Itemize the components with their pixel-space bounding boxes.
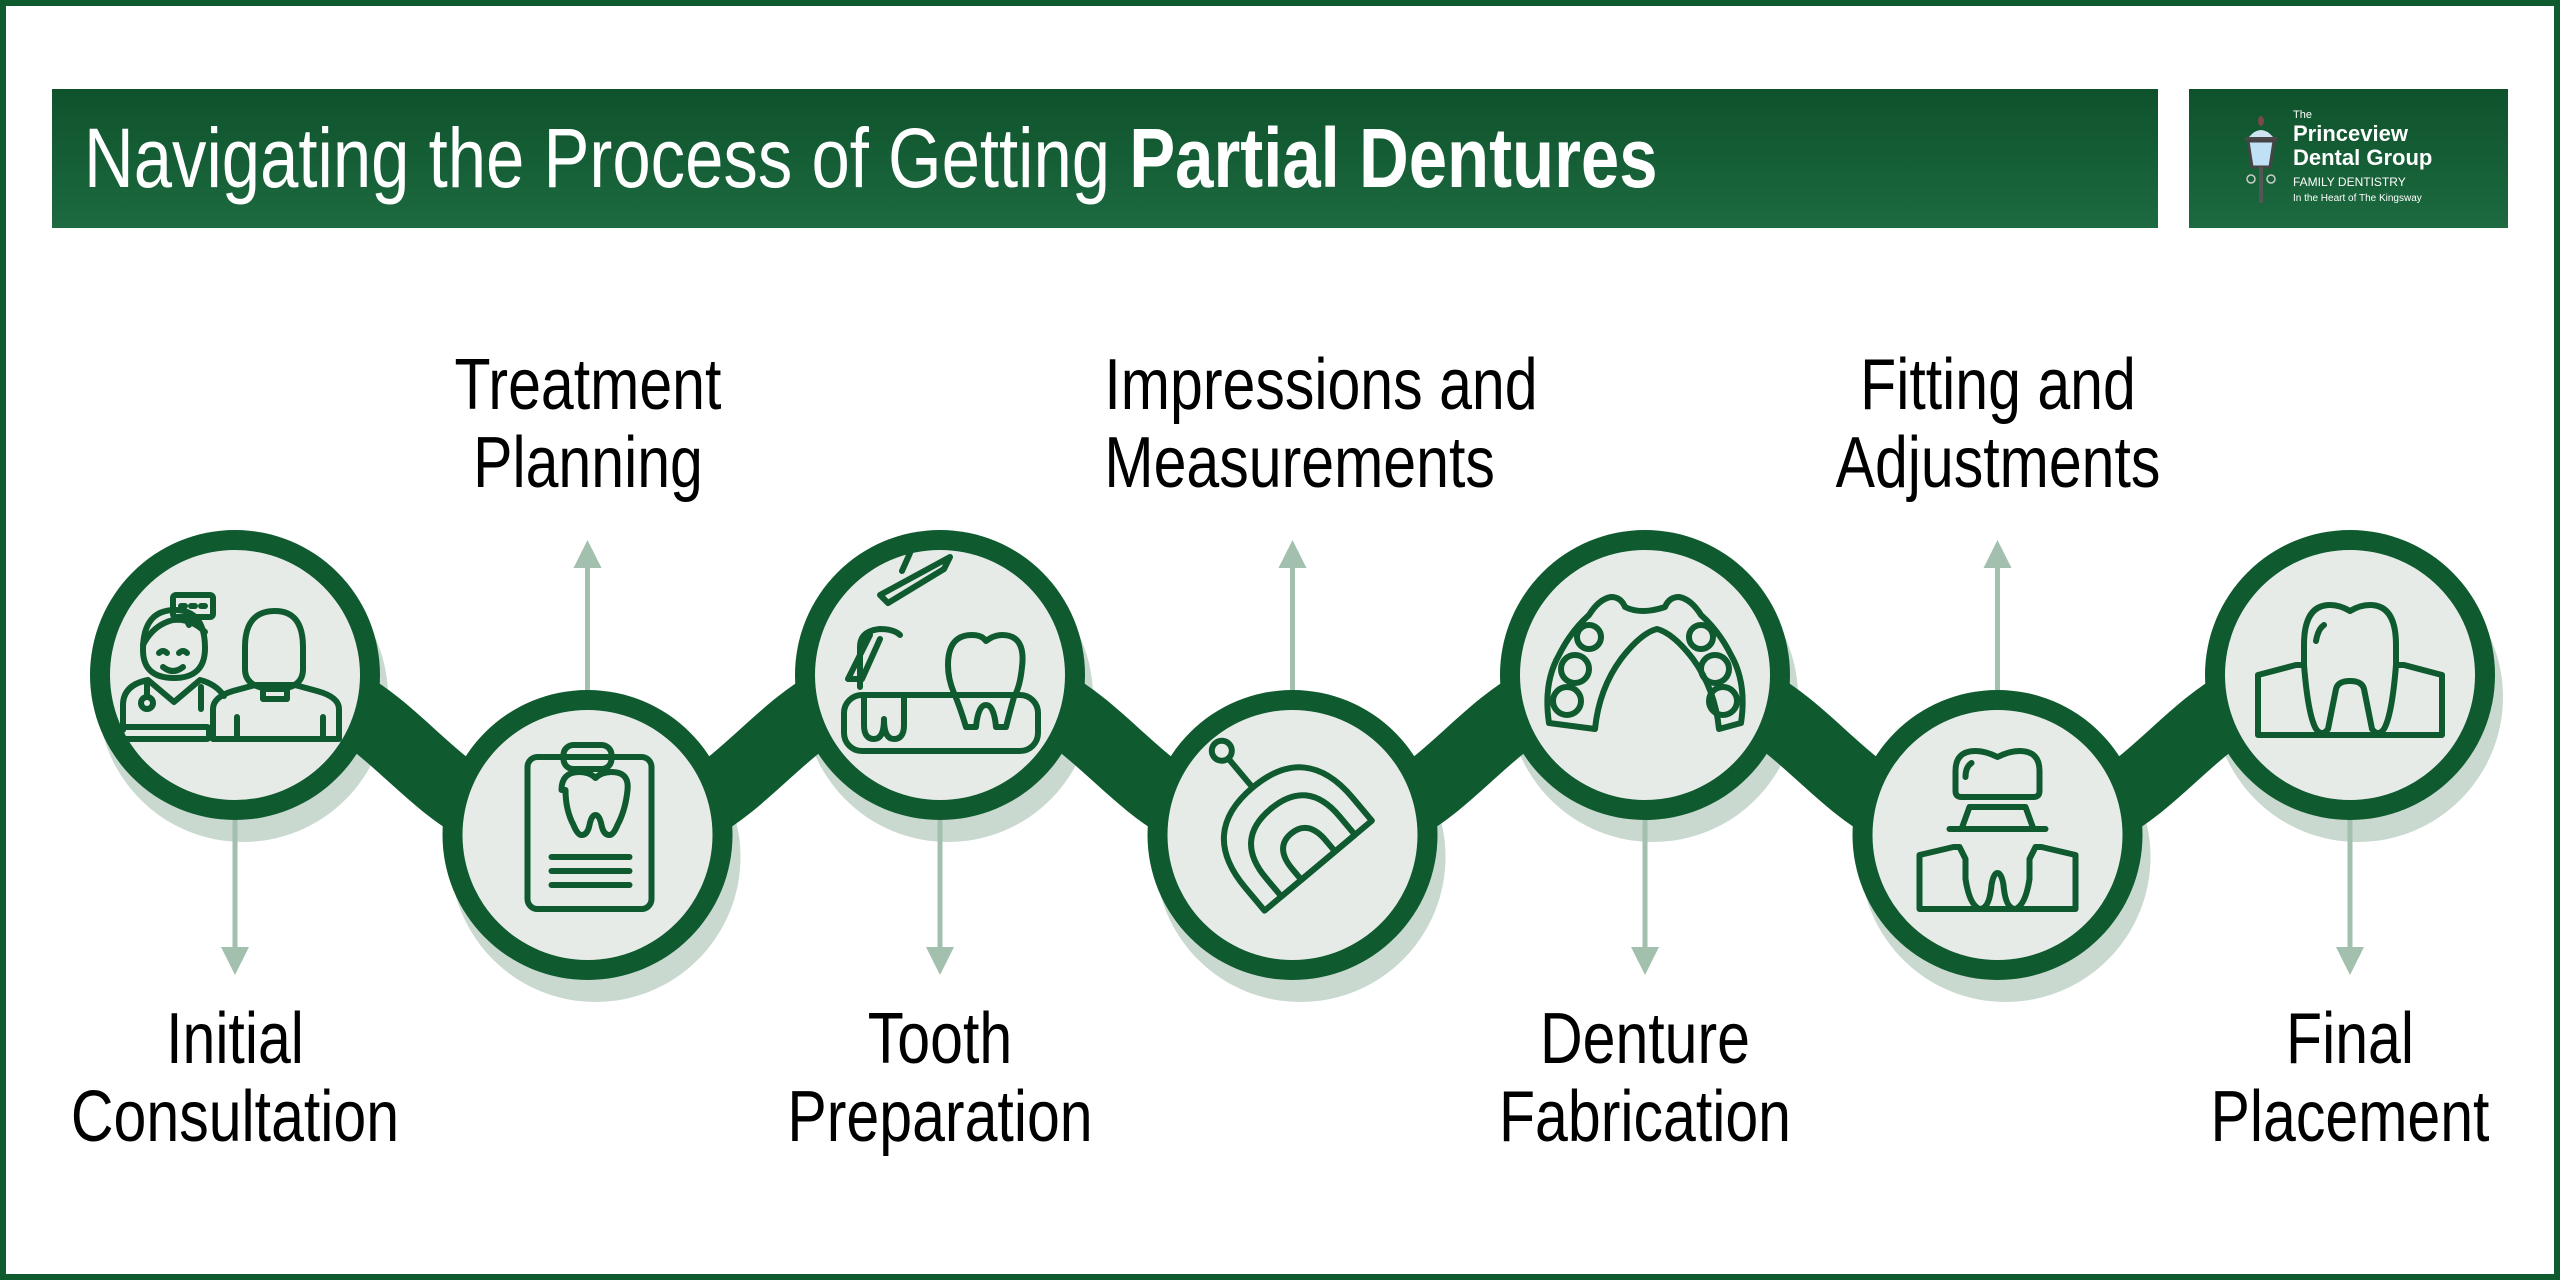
step-label-line1: Impressions and [1103, 345, 1538, 425]
step-label-line2: Planning [472, 423, 703, 503]
step-node [90, 530, 380, 820]
arrow-up-icon [1983, 540, 2012, 690]
step-label-line1: Denture [1539, 999, 1751, 1079]
title-bold: Partial Dentures [1129, 111, 1658, 205]
step-node [1147, 690, 1438, 980]
step-label-line1: Treatment [454, 345, 721, 425]
node-fill [1520, 550, 1770, 800]
title-banner: Navigating the Process of Getting Partia… [52, 89, 2158, 228]
impression-tray-icon [1208, 737, 1375, 914]
crown-tooth-icon [1916, 748, 2079, 912]
tooth-gum-icon [2255, 602, 2445, 738]
step-label-line1: Tooth [867, 999, 1013, 1079]
arrow-up-icon [1278, 540, 1307, 690]
arrow-down-icon [1631, 820, 1659, 975]
arrow-down-icon [221, 820, 249, 975]
step-label-line2: Preparation [787, 1077, 1093, 1157]
logo-the: The [2293, 109, 2312, 121]
logo-name-line1: Princeview [2293, 121, 2408, 146]
doctor-patient-icon [108, 592, 342, 742]
partial-denture-icon [1544, 594, 1746, 732]
arrows [221, 540, 2364, 975]
clipboard-tooth-icon [524, 742, 655, 912]
logo-text: The Princeview Dental Group FAMILY DENTI… [2293, 109, 2503, 206]
logo-subtagline: In the Heart of The Kingsway [2293, 193, 2422, 204]
arrow-up-icon [573, 540, 602, 690]
brand-logo: The Princeview Dental Group FAMILY DENTI… [2189, 89, 2508, 228]
step-label-line1: Final [2286, 999, 2414, 1079]
logo-name-line2: Dental Group [2293, 145, 2433, 170]
step-label-line2: Placement [2210, 1077, 2490, 1157]
dental-tool-teeth-icon [841, 550, 1041, 754]
title-regular: Navigating the Process of Getting [84, 111, 1130, 205]
logo-tagline: FAMILY DENTISTRY [2293, 175, 2406, 189]
step-label-line2: Measurements [1103, 423, 1495, 503]
node-fill [1872, 710, 2123, 960]
arrow-down-icon [2336, 820, 2364, 975]
step-node [1852, 690, 2143, 980]
step-label-line2: Fabrication [1498, 1077, 1792, 1157]
step-label-line2: Consultation [70, 1077, 400, 1157]
street-lamp-icon [2245, 116, 2277, 203]
step-label-line2: Adjustments [1835, 423, 2160, 503]
step-node [795, 530, 1085, 820]
page-title: Navigating the Process of Getting Partia… [84, 89, 1658, 228]
step-node [2205, 530, 2495, 820]
step-node [442, 690, 733, 980]
step-node [1500, 530, 1790, 820]
node-fill [110, 550, 360, 800]
arrow-down-icon [926, 820, 954, 975]
step-nodes [90, 530, 2495, 980]
step-label-line1: Fitting and [1859, 345, 2136, 425]
step-label-line1: Initial [166, 999, 304, 1079]
